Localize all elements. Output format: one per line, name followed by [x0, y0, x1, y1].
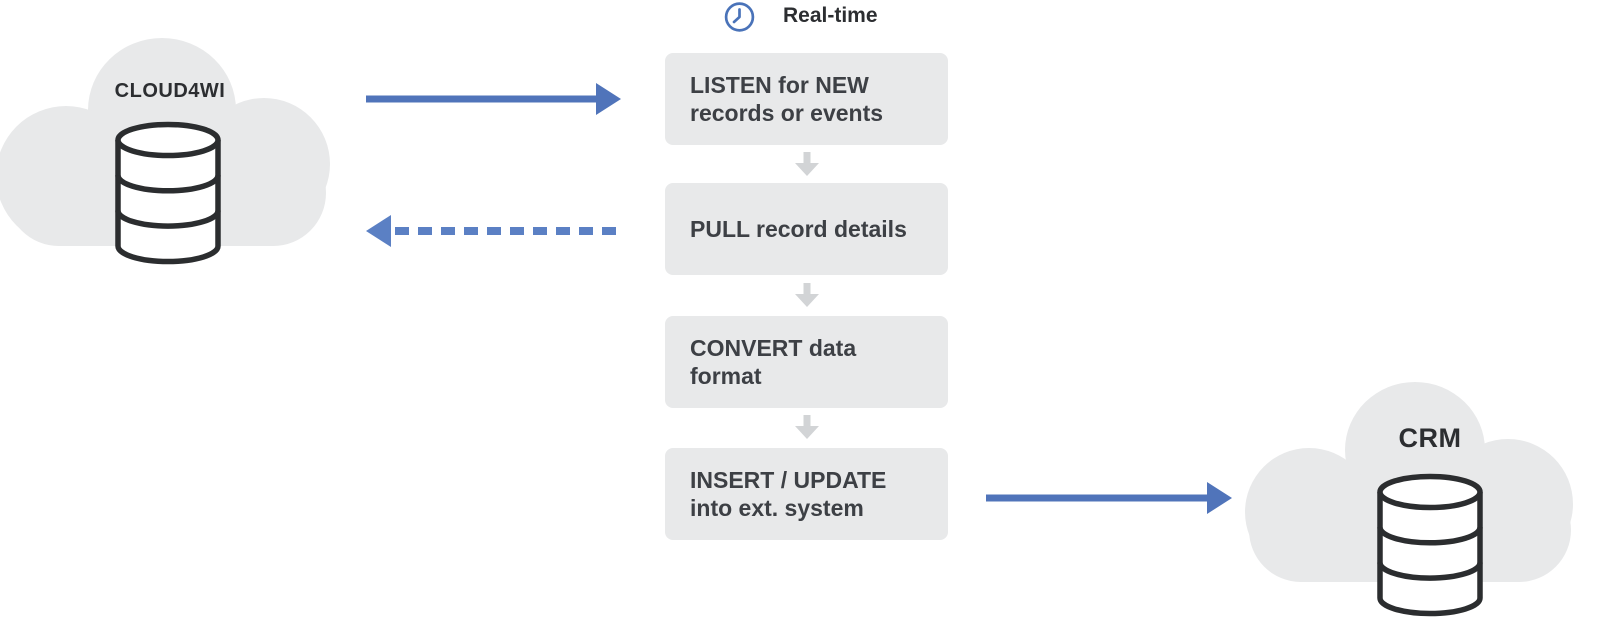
step-arrow-down-icon — [795, 415, 819, 439]
target-system-label: CRM — [1398, 423, 1462, 453]
step-text-line: PULL record details — [690, 216, 907, 242]
step-text-line: into ext. system — [690, 495, 864, 521]
step-text-line: LISTEN for NEW — [690, 72, 869, 98]
step-box-pull: PULL record details — [665, 183, 948, 275]
database-icon — [1377, 473, 1483, 617]
arrow-insert-to-target — [986, 482, 1232, 514]
arrow-pull-to-source-dashed — [366, 215, 620, 247]
step-text-line: CONVERT data — [690, 335, 857, 361]
arrow-source-to-listen — [366, 83, 621, 115]
step-text-line: INSERT / UPDATE — [690, 467, 887, 493]
realtime-label: Real-time — [783, 4, 878, 27]
step-arrow-down-icon — [795, 283, 819, 307]
step-box-insert-update: INSERT / UPDATE into ext. system — [665, 448, 948, 540]
source-system-label: CLOUD4WI — [114, 80, 226, 102]
step-box-convert: CONVERT data format — [665, 316, 948, 408]
database-icon — [115, 121, 221, 265]
step-box-listen: LISTEN for NEW records or events — [665, 53, 948, 145]
clock-icon — [724, 2, 755, 32]
step-text-line: records or events — [690, 100, 884, 126]
step-text-line: format — [690, 363, 762, 389]
step-arrow-down-icon — [795, 152, 819, 176]
